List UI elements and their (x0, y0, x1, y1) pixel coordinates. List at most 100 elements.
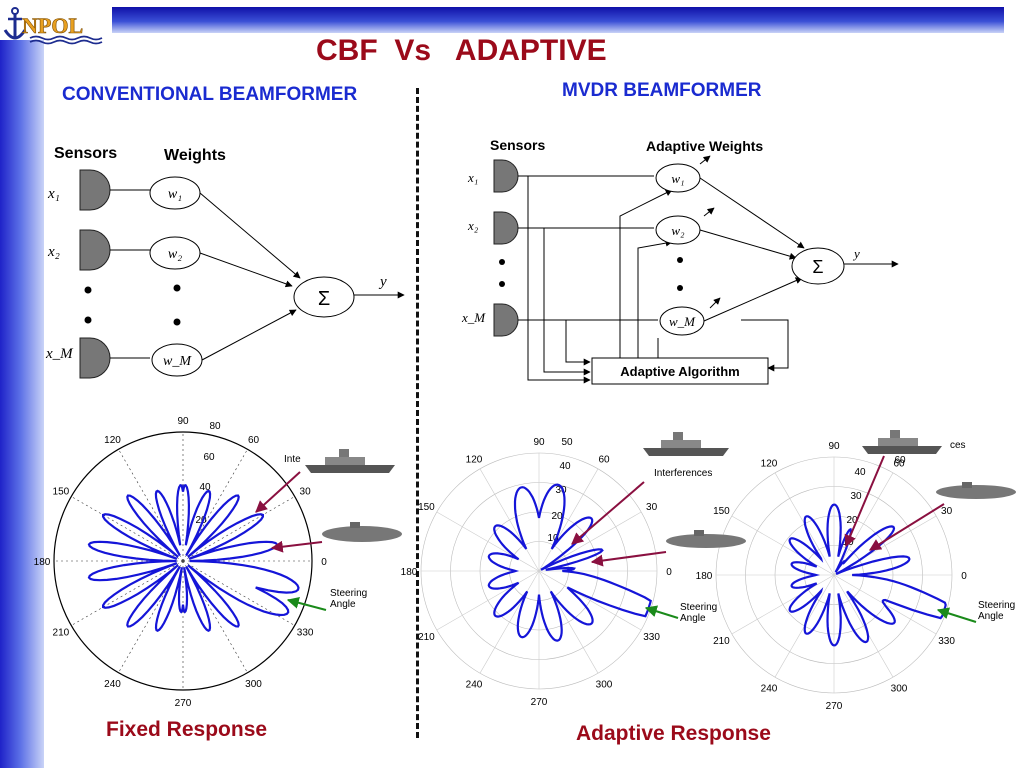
grid-spoke (538, 511, 642, 572)
grid-spoke (436, 511, 540, 572)
radial-label: 80 (209, 421, 221, 432)
summation-symbol: Σ (812, 257, 823, 277)
input-label: x_M (461, 310, 486, 325)
interference-label: Interferences (654, 468, 712, 479)
steering-label: Angle (680, 613, 706, 624)
output-label: y (852, 246, 860, 261)
interference-arrow (255, 471, 301, 513)
angle-label: 210 (418, 632, 435, 643)
sensors-label: Sensors (490, 137, 545, 153)
angle-label: 180 (401, 567, 418, 578)
grid-spoke (833, 472, 894, 576)
sensors-label: Sensors (54, 145, 117, 162)
radial-label: 30 (555, 485, 567, 496)
summation-symbol: Σ (318, 288, 330, 310)
sensor-icon (493, 303, 519, 337)
radial-label: 20 (846, 515, 858, 526)
radial-label: 20 (195, 515, 207, 526)
ship-icon (643, 432, 729, 456)
angle-label: 30 (941, 506, 953, 517)
section-divider (416, 88, 419, 738)
radial-label: 30 (850, 491, 862, 502)
beam-pattern (487, 483, 652, 642)
radial-label: 60 (894, 455, 906, 466)
steering-label: Angle (978, 611, 1004, 622)
steering-arrow (936, 607, 977, 623)
adaptive-algorithm-box (591, 357, 769, 385)
radial-label: 40 (199, 482, 211, 493)
steering-label: Steering (680, 602, 717, 613)
angle-label: 180 (696, 571, 713, 582)
steering-label: Steering (978, 600, 1015, 611)
input-label: x₁ (47, 186, 60, 202)
ship-icon (305, 449, 395, 473)
angle-label: 210 (713, 636, 730, 647)
angle-label: 210 (53, 628, 70, 639)
fixed-response-caption: Fixed Response (106, 718, 268, 741)
angle-label: 120 (466, 454, 483, 465)
grid-spoke (182, 496, 295, 562)
grid-spoke (538, 570, 642, 631)
angle-label: 300 (596, 680, 613, 691)
grid-spoke (479, 468, 540, 572)
radial-label: 60 (203, 452, 215, 463)
submarine-icon (666, 530, 746, 548)
grid-spoke (833, 574, 894, 678)
angle-label: 0 (321, 557, 327, 568)
submarine-icon (322, 522, 402, 542)
ship-icon (862, 430, 942, 454)
angle-label: 60 (893, 458, 905, 469)
weights-label: Weights (164, 147, 226, 164)
input-label: x_M (45, 346, 74, 362)
grid-spoke (71, 496, 184, 562)
adaptive-response-plot-2: 9060300330300270240210180150120604030201… (696, 440, 1016, 712)
angle-label: 150 (418, 502, 435, 513)
weight-label: w₂ (168, 247, 182, 262)
sensor-icon (79, 169, 111, 211)
grid-spoke (731, 574, 835, 635)
angle-label: 270 (531, 697, 548, 708)
weight-label: w_M (669, 314, 696, 329)
grid-spoke (436, 570, 540, 631)
angle-label: 240 (761, 684, 778, 695)
steering-label: Steering (330, 588, 367, 599)
grid-spoke (479, 570, 540, 674)
grid-spoke (182, 560, 295, 626)
steering-label: Angle (330, 599, 356, 610)
conventional-heading: CONVENTIONAL BEAMFORMER (62, 84, 358, 105)
angle-label: 330 (643, 632, 660, 643)
grid-spoke (538, 468, 599, 572)
input-label: x₁ (467, 170, 478, 185)
steering-arrow (644, 605, 679, 619)
plot-boundary (53, 431, 313, 691)
steering-arrow (286, 596, 327, 611)
radial-label: 40 (559, 461, 571, 472)
fixed-response-plot: 906030033030027024021018015012080604020I… (34, 416, 368, 709)
beam-pattern (788, 503, 947, 647)
grid-spoke (71, 560, 184, 626)
summation-node (293, 276, 355, 318)
angle-label: 180 (34, 557, 51, 568)
submarine-icon (936, 482, 1016, 499)
interference-arrow (868, 503, 945, 551)
radial-label: 50 (561, 437, 573, 448)
angle-label: 240 (104, 679, 121, 690)
input-label: x₂ (467, 218, 479, 233)
sensor-icon (79, 229, 111, 271)
angle-label: 90 (533, 437, 545, 448)
angle-label: 60 (248, 435, 260, 446)
interference-label: ces (950, 440, 966, 451)
sidebar-gradient (0, 40, 44, 768)
interference-arrow (844, 455, 885, 548)
weight-label: w_M (163, 354, 192, 369)
logo-text: NPOL (22, 13, 83, 38)
angle-label: 120 (104, 435, 121, 446)
input-label: x₂ (47, 244, 60, 260)
angle-label: 270 (826, 701, 843, 712)
anchor-icon (3, 7, 27, 40)
beam-pattern (87, 483, 300, 632)
adaptive-response-caption: Adaptive Response (576, 722, 771, 745)
angle-label: 330 (938, 636, 955, 647)
angle-label: 30 (646, 502, 658, 513)
